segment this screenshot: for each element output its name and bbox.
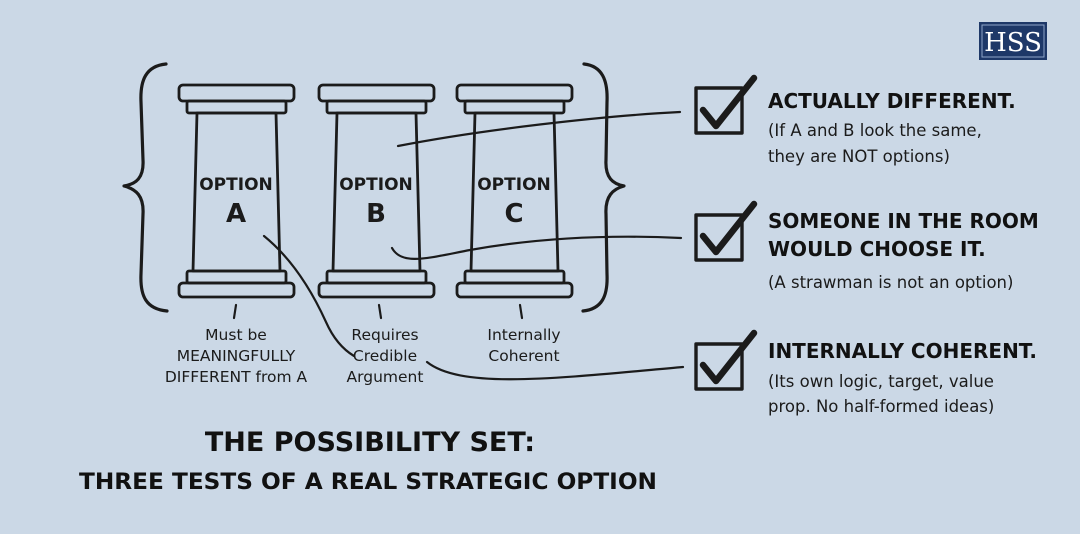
test-3-title: INTERNALLY COHERENT. — [768, 339, 1037, 363]
pillar-c-plinth-top — [463, 269, 566, 285]
test-2-title-line-1: SOMEONE IN THE ROOM — [768, 209, 1039, 233]
footer-title: THE POSSIBILITY SET: — [205, 427, 535, 458]
pillar-a-capital — [177, 83, 296, 103]
pillar-b-heading: OPTION — [339, 175, 413, 195]
hss-logo: HSS — [979, 22, 1047, 60]
pillar-b-plinth — [317, 281, 436, 299]
pillar-a-note-line-3: DIFFERENT from A — [165, 368, 308, 386]
connector-pillar-a-to-b-note — [262, 234, 356, 358]
pillar-b-plinth-top — [325, 269, 428, 285]
test-someone-would-choose: SOMEONE IN THE ROOM WOULD CHOOSE IT. (A … — [694, 200, 1039, 292]
connector-pillar-b-to-test-1 — [396, 110, 682, 148]
pillar-b-note-line-2: Credible — [353, 347, 417, 365]
pillar-b-note-line-1: Requires — [351, 326, 418, 344]
pillar-a-plinth-top — [185, 269, 288, 285]
test-1-desc-line-2: they are NOT options) — [768, 147, 950, 166]
pillar-a-letter: A — [226, 199, 246, 229]
test-internally-coherent: INTERNALLY COHERENT. (Its own logic, tar… — [694, 329, 1037, 416]
checkmark — [699, 329, 758, 385]
footer-subtitle: THREE TESTS OF A REAL STRATEGIC OPTION — [79, 470, 657, 495]
checkbox-frame — [694, 213, 744, 262]
pillar-c-note-line-1: Internally — [487, 326, 560, 344]
pillar-c-heading: OPTION — [477, 175, 551, 195]
connector-pillar-b-to-test-2 — [390, 235, 683, 260]
test-2-desc-line-1: (A strawman is not an option) — [768, 273, 1013, 292]
pillar-a-note-line-1: Must be — [205, 326, 267, 344]
checkbox-checked-icon — [694, 200, 758, 262]
pillar-c-capital — [455, 83, 574, 103]
logo-text: HSS — [984, 28, 1042, 58]
checkbox-checked-icon — [694, 74, 758, 135]
checkbox-frame — [694, 342, 744, 391]
logo-background — [979, 22, 1047, 60]
test-1-title: ACTUALLY DIFFERENT. — [768, 89, 1016, 113]
pillar-a-capital-base — [185, 99, 288, 115]
connector-b-note-to-test-3 — [425, 360, 685, 381]
pillar-option-b: OPTION B — [317, 83, 436, 299]
pillar-c-tick — [518, 303, 524, 320]
pillar-c-capital-base — [463, 99, 566, 115]
pillar-b-letter: B — [366, 199, 386, 229]
test-3-desc-line-1: (Its own logic, target, value — [768, 372, 994, 391]
pillar-b-capital — [317, 83, 436, 103]
pillar-a-heading: OPTION — [199, 175, 273, 195]
checkbox-checked-icon — [694, 329, 758, 391]
pillar-c-note: Internally Coherent — [487, 326, 560, 365]
pillar-a-note-line-2: MEANINGFULLY — [177, 347, 296, 365]
checkmark — [699, 200, 758, 256]
pillar-b-note-line-3: Argument — [347, 368, 424, 386]
test-actually-different: ACTUALLY DIFFERENT. (If A and B look the… — [694, 74, 1016, 166]
pillar-b-tick — [377, 303, 383, 320]
pillar-c-letter: C — [504, 199, 523, 229]
test-2-title-line-2: WOULD CHOOSE IT. — [768, 237, 986, 261]
checkmark — [699, 74, 758, 130]
test-1-desc-line-1: (If A and B look the same, — [768, 121, 982, 140]
pillar-c-note-line-2: Coherent — [488, 347, 559, 365]
pillar-b-note: Requires Credible Argument — [347, 326, 424, 386]
pillar-a-plinth — [177, 281, 296, 299]
pillar-option-a: OPTION A — [177, 83, 296, 299]
test-3-desc-line-2: prop. No half-formed ideas) — [768, 397, 994, 416]
right-brace — [581, 62, 626, 313]
checkbox-frame — [694, 86, 744, 135]
pillar-a-tick — [232, 303, 238, 320]
logo-border — [981, 24, 1045, 58]
pillar-b-capital-base — [325, 99, 428, 115]
left-brace — [122, 62, 169, 313]
pillar-c-plinth — [455, 281, 574, 299]
pillar-option-c: OPTION C — [455, 83, 574, 299]
pillar-a-note: Must be MEANINGFULLY DIFFERENT from A — [165, 326, 308, 386]
